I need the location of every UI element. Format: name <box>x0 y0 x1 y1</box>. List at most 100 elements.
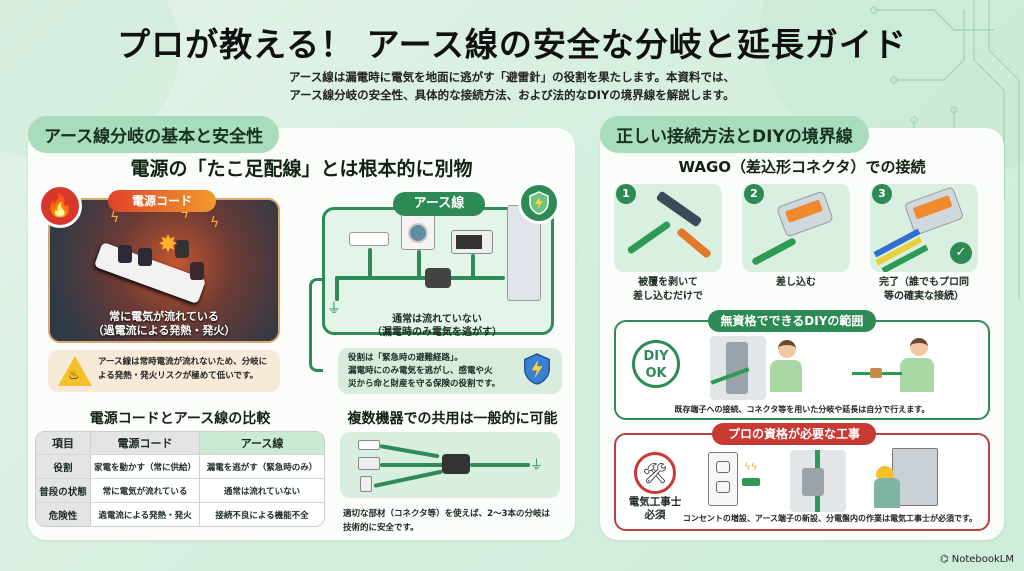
earth-wire <box>379 444 440 459</box>
table-cell: 常に電気が流れている <box>91 479 200 502</box>
hands-with-connector-illustration <box>852 368 902 378</box>
shield-icon <box>522 352 552 390</box>
warning-line: よる発熱・発火リスクが極めて低いです。 <box>98 371 259 381</box>
notebooklm-icon: ⌬ <box>939 554 952 565</box>
caption-line: 通常は流れていない <box>392 314 482 325</box>
caption-line: 技術的に安全です。 <box>343 523 419 533</box>
pro-work-caption: コンセントの増設、アース端子の新設、分電盤内の作業は電気工事士が必須です。 <box>682 514 978 523</box>
fire-icon: 🔥 <box>38 184 82 228</box>
role-line: 災から命と財産を守る保険の役割です。 <box>348 379 501 389</box>
step-caption: 完了（誰でもプロ同 等の確実な接続） <box>864 276 984 304</box>
earth-wire <box>470 463 530 467</box>
caption-line: （過電流による発熱・発火） <box>92 324 236 337</box>
table-cell: 家電を動かす（常に供給） <box>91 455 200 478</box>
warning-text: アース線は常時電流が流れないため、分岐に よる発熱・発火リスクが極めて低いです。 <box>98 355 278 383</box>
pro-work-label: プロの資格が必要な工事 <box>712 423 876 445</box>
outlet-illustration <box>708 452 738 506</box>
role-text: 役割は「緊急時の避難経路」。 漏電時にのみ電気を逃がし、感電や火 災から命と財産… <box>348 352 518 391</box>
comparison-heading: 電源コードとアース線の比較 <box>89 411 271 427</box>
step-caption: 差し込む <box>736 276 856 290</box>
shield-bolt-icon <box>518 182 560 224</box>
flame-icon: ♨ <box>68 368 80 383</box>
spark-icon: ✸ <box>158 230 179 258</box>
earth-wire <box>335 276 339 301</box>
ground-symbol-icon: ⏚ <box>327 301 341 317</box>
role-line: 漏電時にのみ電気を逃がし、感電や火 <box>348 366 493 376</box>
caption-line: 被覆を剥いて <box>638 277 698 288</box>
earth-wire-caption: 通常は流れていない （漏電時のみ電気を逃がす） <box>372 313 502 339</box>
device-icon <box>360 476 372 492</box>
connector <box>425 268 451 288</box>
lightning-icon: ϟ <box>110 210 120 226</box>
page-title: プロが教える！ アース線の安全な分岐と延長ガイド <box>117 25 907 64</box>
sharing-illustration: ⏚ <box>340 432 560 498</box>
diy-scope-label: 無資格でできるDIYの範囲 <box>708 310 876 332</box>
badge-line: DIY <box>643 349 669 364</box>
earth-wire <box>373 469 443 488</box>
microwave-icon <box>451 230 493 254</box>
spark-icon: ϟϟ <box>744 462 758 473</box>
subtitle-line-2: アース線分岐の安全性、具体的な接続方法、および法的なDIYの境界線を解説します。 <box>289 88 735 102</box>
table-cell: 過電流による発熱・発火 <box>91 503 200 526</box>
ground-terminal-illustration <box>790 450 846 512</box>
electrician-panel-illustration <box>872 448 942 510</box>
caption-line: （漏電時のみ電気を逃がす） <box>372 327 502 338</box>
table-cell: 危険性 <box>36 503 91 526</box>
table-header-row: 項目 電源コード アース線 <box>36 432 324 454</box>
table-cell: 役割 <box>36 455 91 478</box>
table-cell: 普段の状態 <box>36 479 91 502</box>
brand-logo: ⌬ NotebookLM <box>940 554 1014 565</box>
plug <box>175 240 189 258</box>
label-line: 電気工事士 <box>628 496 682 508</box>
step-number: 3 <box>872 184 892 204</box>
comparison-table: 項目 電源コード アース線 役割 家電を動かす（常に供給） 漏電を逃がす（緊急時… <box>35 431 325 527</box>
wrench-screwdriver-icon: 🛠 <box>634 452 676 494</box>
right-panel-tab: 正しい接続方法とDIYの境界線 <box>600 116 869 153</box>
column-header: アース線 <box>200 432 324 454</box>
earth-wire <box>471 254 475 278</box>
microwave-icon <box>358 457 380 470</box>
plug <box>190 262 204 280</box>
earth-wire <box>335 276 505 280</box>
column-header: 電源コード <box>91 432 200 454</box>
earth-wire <box>368 248 372 278</box>
step-caption: 被覆を剥いて 差し込むだけで <box>608 276 728 304</box>
check-icon: ✓ <box>950 242 972 264</box>
role-line: 役割は「緊急時の避難経路」。 <box>348 353 463 363</box>
washing-machine-icon <box>401 210 435 250</box>
caption-line: 適切な部材（コネクタ等）を使えば、2〜3本の分岐は <box>343 509 550 519</box>
lightning-icon: ϟ <box>210 215 220 231</box>
brand-name: NotebookLM <box>951 554 1014 565</box>
caption-line: 等の確実な接続） <box>884 291 964 302</box>
table-cell: 漏電を逃がす（緊急時のみ） <box>200 455 324 478</box>
caption-line: 差し込むだけで <box>633 291 703 302</box>
connector-line <box>309 278 323 372</box>
ground-symbol-icon: ⏚ <box>530 458 544 473</box>
diy-caption: 既存端子への接続、コネクタ等を用いた分岐や延長は自分で行えます。 <box>674 405 930 414</box>
power-cord-caption: 常に電気が流れている （過電流による発熱・発火） <box>48 310 280 338</box>
warning-line: アース線は常時電流が流れないため、分岐に <box>98 357 268 367</box>
person-illustration <box>900 338 940 398</box>
subtitle-line-1: アース線は漏電時に電気を地面に逃がす「避雷針」の役割を果たします。本資料では、 <box>288 70 736 84</box>
table-row: 役割 家電を動かす（常に供給） 漏電を逃がす（緊急時のみ） <box>36 454 324 478</box>
green-wire <box>751 237 797 266</box>
green-wire <box>626 220 672 255</box>
warning-triangle-icon <box>58 356 92 386</box>
wago-connector-icon <box>776 190 834 238</box>
plug <box>138 248 152 266</box>
lightning-icon: ϟ <box>180 206 190 222</box>
table-cell: 接続不良による機能不全 <box>200 503 324 526</box>
caption-line: 完了（誰でもプロ同 <box>879 277 969 288</box>
power-cord-illustration: ✸ ϟ ϟ ϟ <box>48 198 280 343</box>
wire-stripper-icon <box>655 190 703 228</box>
right-panel-heading: WAGO（差込形コネクタ）での接続 <box>678 158 926 176</box>
earth-wire <box>417 250 421 278</box>
plug-icon <box>742 478 760 486</box>
table-row: 危険性 過電流による発熱・発火 接続不良による機能不全 <box>36 502 324 526</box>
plug <box>118 245 132 263</box>
label-line: 必須 <box>644 509 666 521</box>
license-required-label: 電気工事士 必須 <box>620 496 690 522</box>
terminal-illustration <box>710 336 766 400</box>
air-conditioner-icon <box>358 440 380 450</box>
sharing-heading: 複数機器での共用は一般的に可能 <box>347 411 558 427</box>
